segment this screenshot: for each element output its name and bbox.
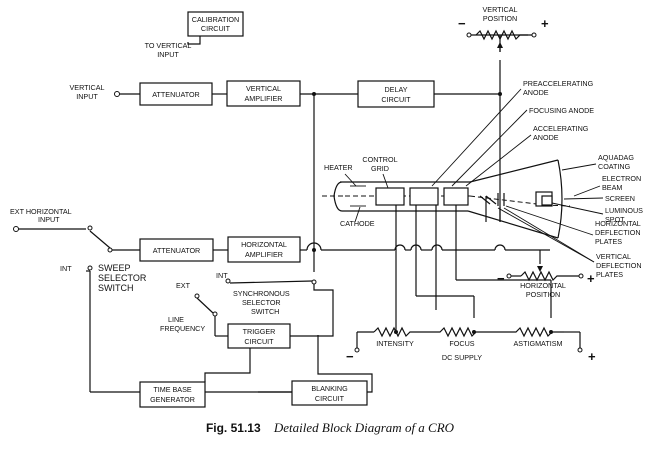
- polarity-signs: − + − + − +: [346, 16, 596, 364]
- svg-text:PREACCELERATING: PREACCELERATING: [523, 79, 594, 88]
- svg-text:HORIZONTAL: HORIZONTAL: [595, 219, 641, 228]
- svg-text:+: +: [587, 271, 595, 286]
- svg-text:ASTIGMATISM: ASTIGMATISM: [514, 339, 563, 348]
- svg-text:ELECTRON: ELECTRON: [602, 174, 641, 183]
- svg-text:SELECTOR: SELECTOR: [98, 273, 147, 283]
- svg-text:BLANKING: BLANKING: [311, 384, 348, 393]
- svg-text:VERTICAL: VERTICAL: [69, 83, 104, 92]
- svg-text:LUMINOUS: LUMINOUS: [605, 206, 643, 215]
- svg-text:GRID: GRID: [371, 164, 389, 173]
- svg-text:FOCUS: FOCUS: [449, 339, 474, 348]
- svg-text:AMPLIFIER: AMPLIFIER: [245, 250, 283, 259]
- svg-text:DEFLECTION: DEFLECTION: [596, 261, 642, 270]
- svg-text:ANODE: ANODE: [523, 88, 549, 97]
- svg-text:VERTICAL: VERTICAL: [596, 252, 631, 261]
- terminals: [13, 32, 584, 353]
- svg-text:SPOT: SPOT: [605, 215, 625, 224]
- svg-text:DELAY: DELAY: [384, 85, 407, 94]
- horizontal-amplifier-block: HORIZONTAL AMPLIFIER: [227, 236, 301, 263]
- horizontal-position-pot: [520, 266, 560, 282]
- svg-text:DC SUPPLY: DC SUPPLY: [442, 353, 482, 362]
- svg-text:SWITCH: SWITCH: [251, 307, 279, 316]
- svg-text:CIRCUIT: CIRCUIT: [244, 337, 274, 346]
- svg-text:LINE: LINE: [168, 315, 184, 324]
- svg-text:VERTICAL: VERTICAL: [246, 84, 281, 93]
- svg-text:POSITION: POSITION: [483, 14, 517, 23]
- calibration-circuit-block: CALIBRATION CIRCUIT: [187, 11, 244, 37]
- svg-text:POSITION: POSITION: [526, 290, 560, 299]
- svg-text:CIRCUIT: CIRCUIT: [381, 95, 411, 104]
- svg-text:EXT: EXT: [176, 281, 191, 290]
- svg-text:FOCUSING ANODE: FOCUSING ANODE: [529, 106, 594, 115]
- svg-text:TIME BASE: TIME BASE: [153, 385, 192, 394]
- svg-text:PLATES: PLATES: [595, 237, 622, 246]
- svg-text:PLATES: PLATES: [596, 270, 623, 279]
- attenuator-horizontal-block: ATTENUATOR: [139, 238, 214, 262]
- svg-text:TRIGGER: TRIGGER: [243, 327, 276, 336]
- svg-text:+: +: [541, 16, 549, 31]
- figure-title: Detailed Block Diagram of a CRO: [273, 420, 455, 435]
- svg-text:GENERATOR: GENERATOR: [150, 395, 195, 404]
- svg-text:HEATER: HEATER: [324, 163, 353, 172]
- svg-text:COATING: COATING: [598, 162, 631, 171]
- svg-text:AMPLIFIER: AMPLIFIER: [245, 94, 283, 103]
- trigger-circuit-block: TRIGGER CIRCUIT: [227, 323, 291, 349]
- labels: TO VERTICAL INPUT VERTICAL INPUT EXT HOR…: [10, 5, 643, 362]
- svg-text:TO VERTICAL: TO VERTICAL: [145, 41, 192, 50]
- time-base-generator-block: TIME BASE GENERATOR: [139, 381, 206, 408]
- svg-text:ANODE: ANODE: [533, 133, 559, 142]
- astigmatism-pot: [480, 326, 564, 338]
- svg-text:FREQUENCY: FREQUENCY: [160, 324, 205, 333]
- svg-text:DEFLECTION: DEFLECTION: [595, 228, 641, 237]
- figure-caption: Fig. 51.13 Detailed Block Diagram of a C…: [0, 420, 660, 436]
- svg-text:VERTICAL: VERTICAL: [482, 5, 517, 14]
- svg-text:AQUADAG: AQUADAG: [598, 153, 634, 162]
- svg-text:SYNCHRONOUS: SYNCHRONOUS: [233, 289, 290, 298]
- svg-text:SELECTOR: SELECTOR: [242, 298, 281, 307]
- svg-text:CALIBRATION: CALIBRATION: [192, 15, 239, 24]
- svg-text:ATTENUATOR: ATTENUATOR: [153, 246, 201, 255]
- svg-text:−: −: [497, 271, 505, 286]
- svg-text:CONTROL: CONTROL: [362, 155, 397, 164]
- svg-text:ATTENUATOR: ATTENUATOR: [152, 90, 200, 99]
- focus-pot: [412, 326, 480, 338]
- svg-text:HORIZONTAL: HORIZONTAL: [520, 281, 566, 290]
- svg-text:INTENSITY: INTENSITY: [376, 339, 414, 348]
- switch-arms: [89, 230, 313, 314]
- svg-text:INPUT: INPUT: [38, 215, 60, 224]
- svg-text:CIRCUIT: CIRCUIT: [201, 24, 231, 33]
- svg-text:INT: INT: [60, 264, 72, 273]
- junction-dots: [312, 92, 553, 334]
- svg-text:INPUT: INPUT: [76, 92, 98, 101]
- svg-text:−: −: [346, 349, 354, 364]
- vertical-position-pot: [475, 29, 528, 52]
- svg-text:HORIZONTAL: HORIZONTAL: [241, 240, 287, 249]
- svg-text:SWITCH: SWITCH: [98, 283, 134, 293]
- svg-text:INPUT: INPUT: [157, 50, 179, 59]
- svg-text:+: +: [588, 349, 596, 364]
- attenuator-vertical-block: ATTENUATOR: [139, 82, 213, 106]
- svg-text:INT: INT: [216, 271, 228, 280]
- svg-text:SWEEP: SWEEP: [98, 263, 131, 273]
- blanking-circuit-block: BLANKING CIRCUIT: [291, 380, 368, 406]
- svg-text:CIRCUIT: CIRCUIT: [315, 394, 345, 403]
- svg-text:−: −: [458, 16, 466, 31]
- svg-text:SCREEN: SCREEN: [605, 194, 635, 203]
- wires: [18, 34, 581, 393]
- svg-text:EXT HORIZONTAL: EXT HORIZONTAL: [10, 207, 72, 216]
- svg-text:ACCELERATING: ACCELERATING: [533, 124, 589, 133]
- cathode-ray-tube: [322, 159, 571, 239]
- vertical-amplifier-block: VERTICAL AMPLIFIER: [226, 80, 301, 107]
- intensity-pot: [373, 326, 412, 338]
- leader-lines: [344, 88, 604, 263]
- figure-number: Fig. 51.13: [205, 421, 261, 435]
- svg-text:CATHODE: CATHODE: [340, 219, 375, 228]
- delay-circuit-block: DELAY CIRCUIT: [357, 80, 435, 108]
- svg-text:BEAM: BEAM: [602, 183, 622, 192]
